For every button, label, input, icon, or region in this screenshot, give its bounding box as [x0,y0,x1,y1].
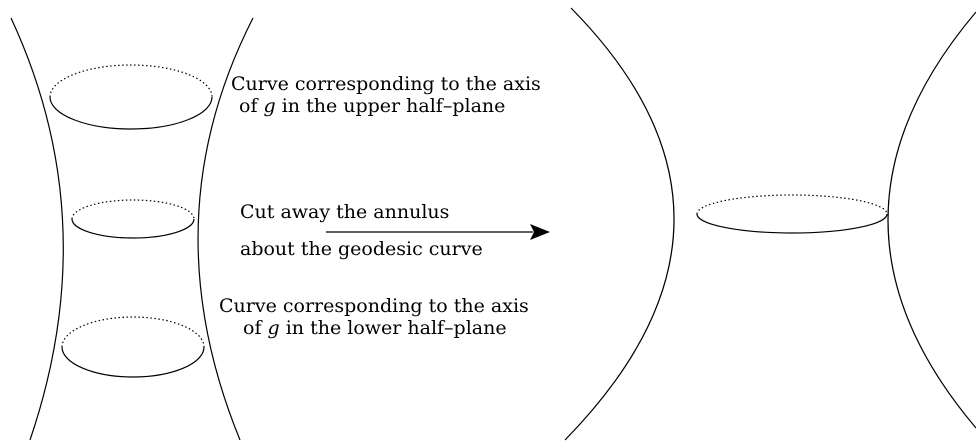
middle-geodesic-front [71,218,195,239]
lower-curve-front [61,346,205,378]
left-funnel-right-wall [197,17,254,441]
left-funnel-left-wall [10,17,64,441]
upper-curve-back [49,64,213,98]
middle-geodesic-back [71,199,195,220]
right-curve-front [696,213,888,234]
right-piece-left-wall [564,7,675,441]
cut-arrow-head [530,224,550,240]
cut-label-line1: Cut away the annulus [240,201,450,223]
lower-curve-label-line1: Curve corresponding to the axis [219,295,529,317]
lower-curve-label: Curve corresponding to the axis of g in … [219,295,529,339]
cut-label-line2: about the geodesic curve [240,238,483,260]
g-variable: g [263,95,276,117]
upper-curve-front [49,96,213,130]
lower-curve-back [61,316,205,348]
g-variable: g [267,317,280,339]
right-curve-back [696,194,888,215]
upper-curve-label-line2: of g in the upper half–plane [239,95,506,117]
upper-curve-label: Curve corresponding to the axis of g in … [231,73,541,117]
lower-curve-label-line2: of g in the lower half–plane [243,317,507,339]
upper-curve-label-line1: Curve corresponding to the axis [231,73,541,95]
right-piece-right-wall [887,11,976,429]
